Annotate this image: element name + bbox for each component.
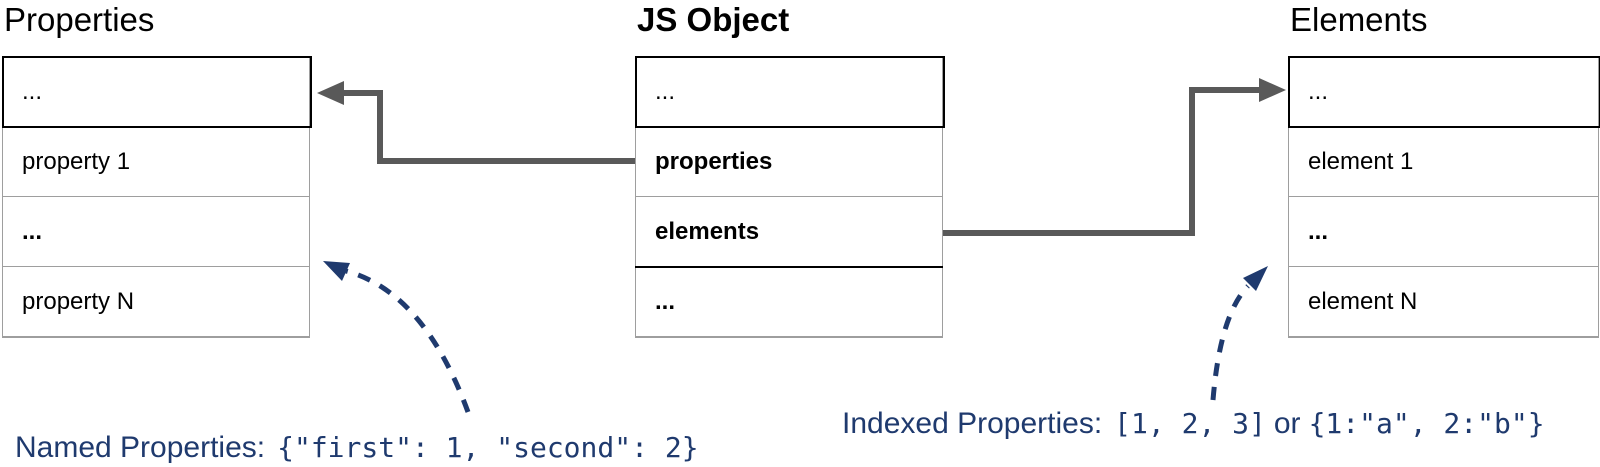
indexed-properties-dashed-arrow [1210, 266, 1268, 401]
elements-row-n: element N [1289, 267, 1598, 337]
elements-row-ellipsis-mid: ... [1289, 197, 1598, 267]
indexed-properties-annotation: Indexed Properties: [1, 2, 3]or{1:"a", 2:… [842, 404, 1545, 444]
named-properties-annotation: Named Properties: {"first": 1, "second": … [15, 428, 699, 467]
elements-connector-arrow [943, 78, 1286, 236]
properties-table-title: Properties [4, 1, 155, 38]
js-object-row-ellipsis-bottom: ... [636, 267, 942, 337]
properties-row-ellipsis-mid: ... [3, 197, 309, 267]
properties-table: ... property 1 ... property N [2, 56, 312, 338]
js-object-table: ... properties elements ... [635, 56, 945, 338]
indexed-properties-label: Indexed Properties: [842, 407, 1103, 440]
js-object-row-ellipsis-top: ... [636, 57, 942, 127]
named-properties-label: Named Properties: [15, 431, 266, 464]
indexed-properties-object-code: {1:"a", 2:"b"} [1308, 407, 1545, 440]
properties-row-1: property 1 [3, 127, 309, 197]
js-object-table-title: JS Object [637, 1, 790, 38]
js-object-row-properties: properties [636, 127, 942, 197]
properties-row-n: property N [3, 267, 309, 337]
elements-row-ellipsis-top: ... [1289, 57, 1598, 127]
elements-table: ... element 1 ... element N [1288, 56, 1600, 338]
elements-table-title: Elements [1290, 1, 1428, 38]
elements-row-1: element 1 [1289, 127, 1598, 197]
indexed-properties-array-code: [1, 2, 3] [1114, 407, 1266, 440]
indexed-properties-or-text: or [1273, 407, 1301, 440]
js-object-row-elements: elements [636, 197, 942, 267]
properties-row-ellipsis-top: ... [3, 57, 309, 127]
properties-connector-arrow [317, 81, 635, 164]
named-properties-code: {"first": 1, "second": 2} [277, 431, 699, 464]
named-properties-dashed-arrow [323, 261, 471, 413]
